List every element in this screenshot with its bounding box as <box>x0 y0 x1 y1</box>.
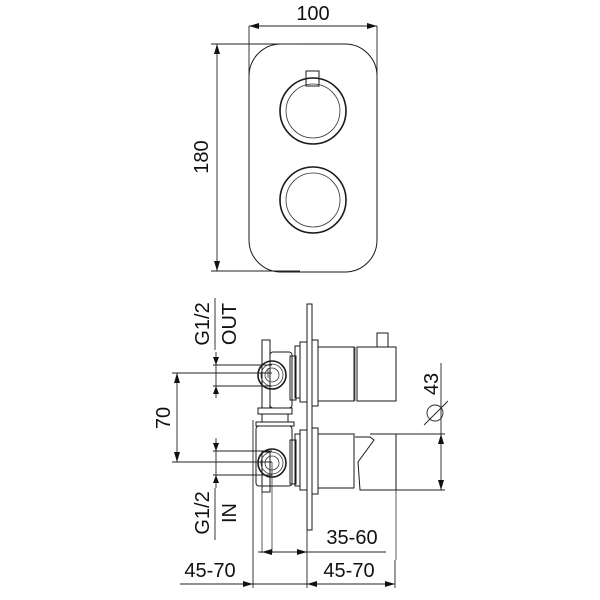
front-view: 100 180 <box>191 3 378 273</box>
outlet-valve-body <box>257 339 297 409</box>
height-dimension: 180 <box>191 43 300 272</box>
left-depth-label: 45-70 <box>184 560 235 582</box>
inlet-label: IN <box>219 503 241 523</box>
upper-flange <box>294 339 319 407</box>
cover-plate-outline <box>248 43 378 273</box>
width-dimension: 100 <box>248 3 378 80</box>
upper-knob <box>279 70 347 145</box>
inner-depth-label: 35-60 <box>326 527 377 549</box>
inlet-thread-label: G1/2 <box>192 491 214 534</box>
spacing-dimension: 70 <box>153 372 272 463</box>
upper-handle <box>317 332 397 402</box>
spacing-dimension-label: 70 <box>153 407 175 429</box>
height-dimension-label: 180 <box>191 140 213 173</box>
outlet-thread-label: G1/2 <box>192 302 214 345</box>
side-cover-plate <box>306 303 313 531</box>
inlet-valve-body <box>255 425 297 553</box>
diameter-dimension-label: 43 <box>421 373 443 395</box>
body-connector <box>255 407 295 427</box>
lower-knob <box>279 166 347 234</box>
inner-depth-dimension: 35-60 <box>258 527 386 556</box>
lower-flange <box>294 427 319 495</box>
lower-handle <box>317 433 445 560</box>
width-dimension-label: 100 <box>296 3 329 25</box>
outer-depth-dimensions: 45-70 45-70 <box>180 420 396 588</box>
inlet-thread-dimension: G1/2 IN <box>192 438 272 540</box>
right-depth-label: 45-70 <box>323 560 374 582</box>
outlet-thread-dimension: G1/2 OUT <box>192 298 272 398</box>
outlet-label: OUT <box>219 303 241 345</box>
side-view: 43 <box>153 298 449 588</box>
diameter-dimension: 43 <box>421 363 449 490</box>
